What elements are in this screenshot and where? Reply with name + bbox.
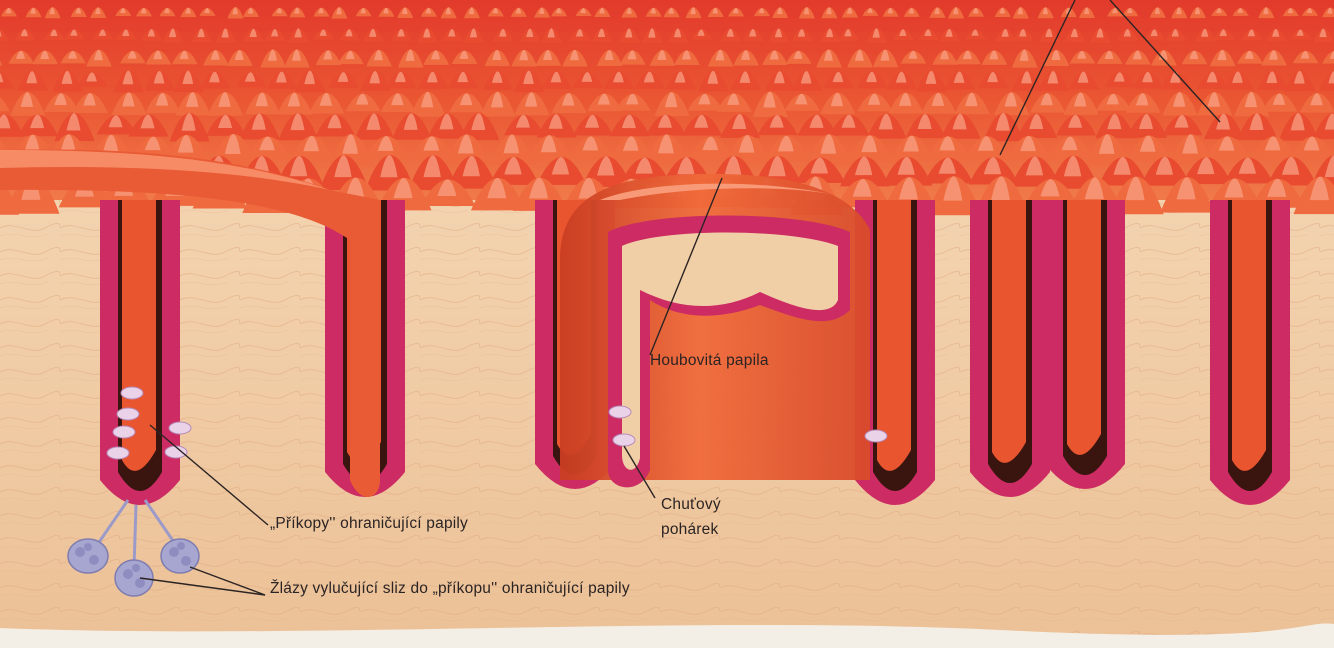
- trench: [1045, 200, 1125, 489]
- taste-bud: [117, 408, 139, 420]
- taste-bud: [613, 434, 635, 446]
- trench: [1210, 200, 1290, 505]
- label-fungiform-papilla: Houbovitá papila: [650, 352, 769, 370]
- taste-bud: [865, 430, 887, 442]
- label-glands: Žlázy vylučující sliz do „příkopu'' ohra…: [270, 580, 630, 598]
- taste-bud: [113, 426, 135, 438]
- gland-cluster: [68, 539, 108, 573]
- label-taste-bud-line1: Chuťový: [661, 496, 721, 514]
- taste-bud: [121, 387, 143, 399]
- taste-bud: [609, 406, 631, 418]
- gland-cluster: [115, 560, 153, 596]
- taste-bud: [169, 422, 191, 434]
- trench: [100, 200, 180, 505]
- taste-bud: [107, 447, 129, 459]
- trench: [970, 200, 1050, 497]
- fungiform-papilla: [560, 174, 870, 487]
- label-trenches: „Příkopy'' ohraničující papily: [270, 515, 468, 533]
- label-taste-bud-line2: pohárek: [661, 521, 718, 539]
